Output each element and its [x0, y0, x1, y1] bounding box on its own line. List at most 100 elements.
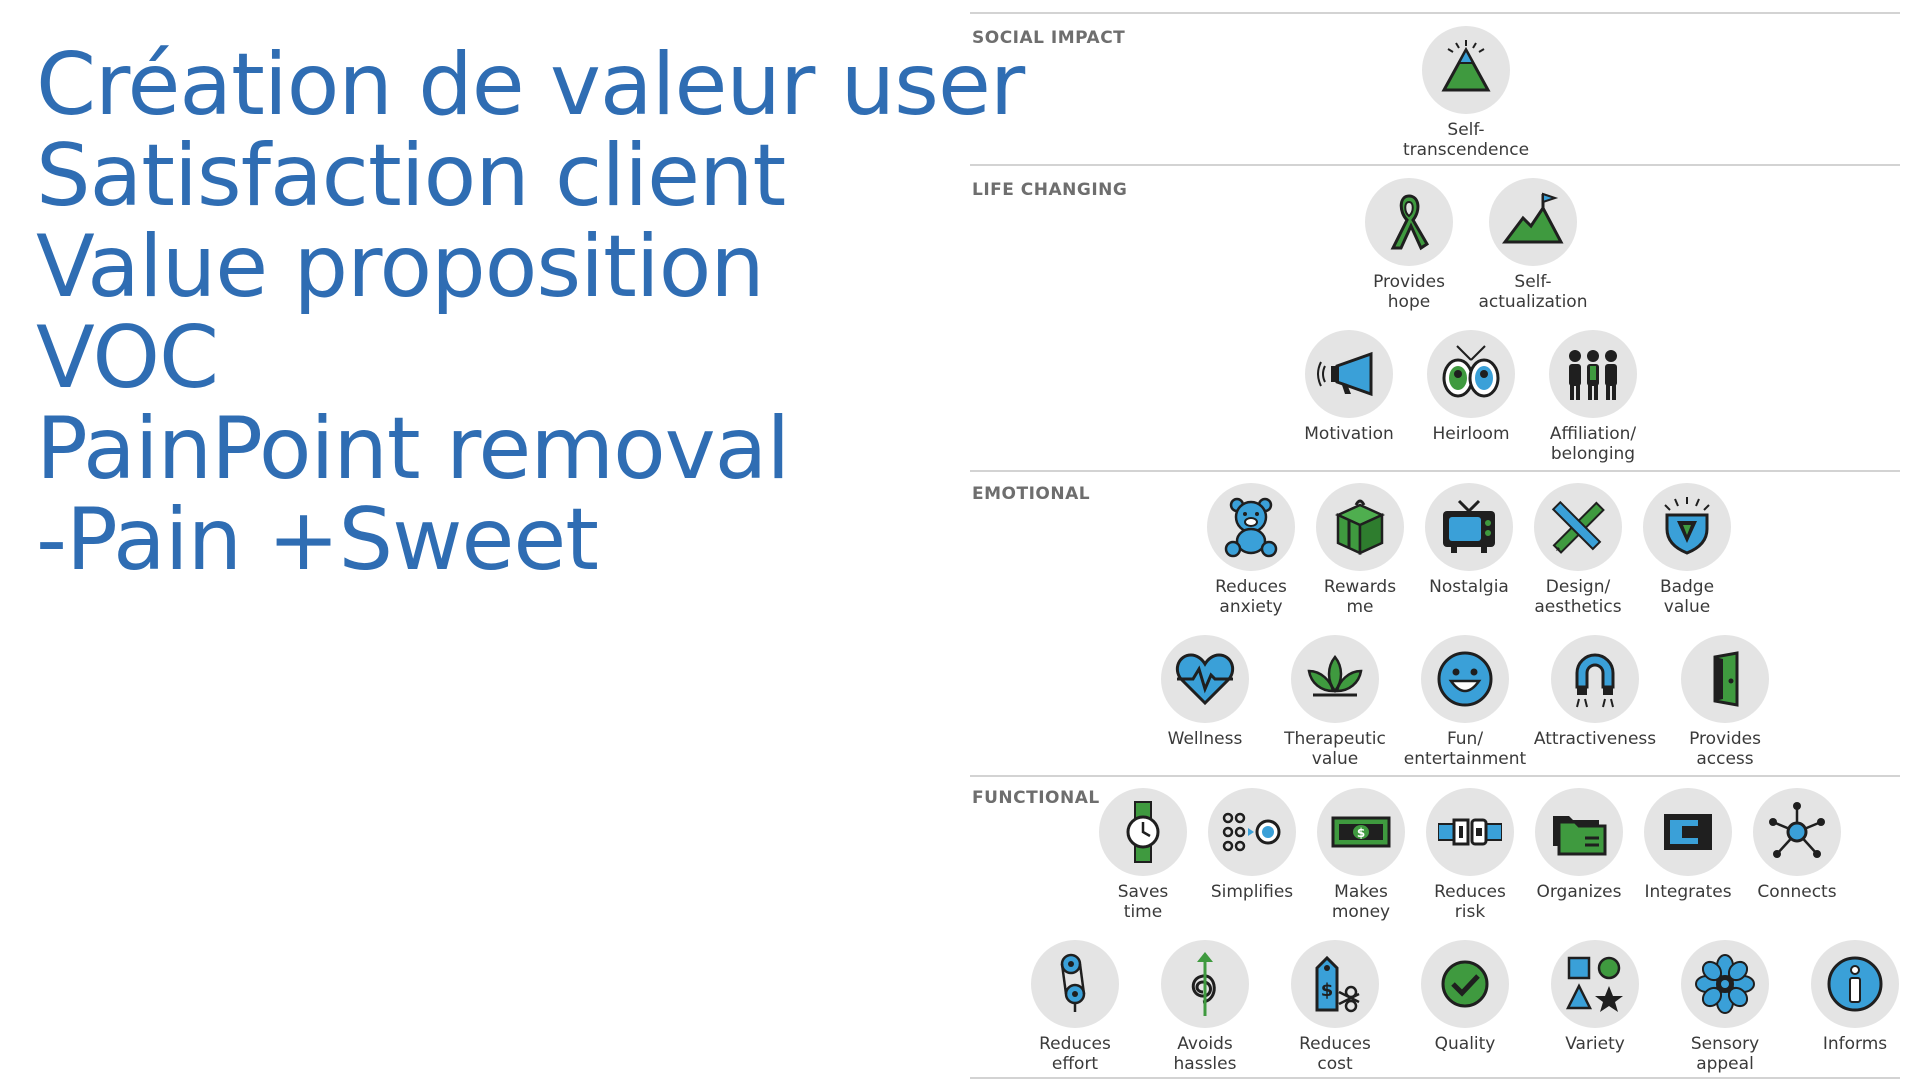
element-organizes: Organizes	[1504, 788, 1654, 902]
banknote-icon: $	[1317, 788, 1405, 876]
svg-text:$: $	[1321, 980, 1334, 1001]
integrate-icon	[1644, 788, 1732, 876]
element-affiliation-belonging: Affiliation/belonging	[1518, 330, 1668, 464]
checkmark-icon	[1421, 940, 1509, 1028]
element-label: Heirloom	[1432, 424, 1510, 444]
mountain-flag-icon	[1489, 178, 1577, 266]
watch-icon	[1099, 788, 1187, 876]
element-label: actualization	[1478, 292, 1588, 312]
badge-icon	[1643, 483, 1731, 571]
element-connects: Connects	[1722, 788, 1872, 902]
element-label: hope	[1387, 292, 1431, 312]
element-label: aesthetics	[1534, 597, 1622, 617]
element-self-actualization: Self-actualization	[1458, 178, 1608, 312]
element-label: Sensory	[1690, 1034, 1760, 1054]
element-integrates: Integrates	[1613, 788, 1763, 902]
element-label: Informs	[1822, 1034, 1888, 1054]
section-divider	[970, 12, 1900, 14]
element-label: appeal	[1696, 1054, 1754, 1074]
element-label: me	[1346, 597, 1374, 617]
element-variety: Variety	[1520, 940, 1670, 1054]
element-label: Integrates	[1644, 882, 1732, 902]
element-label: belonging	[1550, 444, 1636, 464]
element-self-transcendence: Self-transcendence	[1391, 26, 1541, 160]
element-label: Nostalgia	[1429, 577, 1509, 597]
element-label: Self-	[1447, 120, 1485, 140]
door-icon	[1681, 635, 1769, 723]
element-label: Avoids	[1177, 1034, 1233, 1054]
element-label: access	[1696, 749, 1754, 769]
headline-line-1: Création de valeur user	[36, 35, 1025, 135]
element-label: Makes	[1334, 882, 1388, 902]
element-label: Fun/	[1446, 729, 1484, 749]
element-label: anxiety	[1219, 597, 1283, 617]
element-label: Affiliation/	[1549, 424, 1637, 444]
element-design-aesthetics: Design/aesthetics	[1503, 483, 1653, 617]
element-label: time	[1123, 902, 1163, 922]
section-divider	[970, 164, 1900, 166]
magnet-icon	[1551, 635, 1639, 723]
element-label: cost	[1317, 1054, 1353, 1074]
section-label-life-changing: LIFE CHANGING	[972, 180, 1128, 200]
element-label: effort	[1051, 1054, 1099, 1074]
dots-icon	[1208, 788, 1296, 876]
element-simplifies: Simplifies	[1177, 788, 1327, 902]
element-label: Quality	[1434, 1034, 1496, 1054]
element-label: Reduces	[1215, 577, 1287, 597]
element-label: value	[1663, 597, 1711, 617]
element-motivation: Motivation	[1274, 330, 1424, 444]
ribbon-icon	[1365, 178, 1453, 266]
element-label: Reduces	[1299, 1034, 1371, 1054]
folder-icon	[1535, 788, 1623, 876]
element-label: Simplifies	[1210, 882, 1294, 902]
people-icon	[1549, 330, 1637, 418]
info-icon	[1811, 940, 1899, 1028]
element-attractiveness: Attractiveness	[1520, 635, 1670, 749]
element-label: Provides	[1689, 729, 1761, 749]
price-tag-icon: $	[1291, 940, 1379, 1028]
pulley-icon	[1031, 940, 1119, 1028]
element-wellness: Wellness	[1130, 635, 1280, 749]
gift-icon	[1316, 483, 1404, 571]
section-label-social-impact: SOCIAL IMPACT	[972, 28, 1126, 48]
heart-pulse-icon	[1161, 635, 1249, 723]
tv-icon	[1425, 483, 1513, 571]
element-label: Reduces	[1039, 1034, 1111, 1054]
element-nostalgia: Nostalgia	[1394, 483, 1544, 597]
section-divider	[970, 775, 1900, 777]
element-label: Wellness	[1167, 729, 1243, 749]
headline-line-5: PainPoint removal	[36, 399, 790, 499]
flower-icon	[1681, 940, 1769, 1028]
element-label: Badge	[1659, 577, 1715, 597]
element-label: Organizes	[1536, 882, 1622, 902]
buckle-icon	[1426, 788, 1514, 876]
element-informs: Informs	[1780, 940, 1920, 1054]
element-label: Attractiveness	[1533, 729, 1657, 749]
headline-line-6: -Pain +Sweet	[36, 490, 599, 590]
shapes-icon	[1551, 940, 1639, 1028]
network-icon	[1753, 788, 1841, 876]
element-label: value	[1311, 749, 1359, 769]
pyramid-icon	[1422, 26, 1510, 114]
element-heirloom: Heirloom	[1396, 330, 1546, 444]
pencil-ruler-icon	[1534, 483, 1622, 571]
smiley-icon	[1421, 635, 1509, 723]
element-label: risk	[1454, 902, 1486, 922]
element-label: money	[1331, 902, 1391, 922]
headline-text: Création de valeur user Satisfaction cli…	[36, 35, 1025, 590]
teddy-bear-icon	[1207, 483, 1295, 571]
section-label-emotional: EMOTIONAL	[972, 484, 1091, 504]
element-label: Design/	[1545, 577, 1611, 597]
element-fun-entertainment: Fun/entertainment	[1390, 635, 1540, 769]
element-label: hassles	[1173, 1054, 1237, 1074]
section-divider	[970, 470, 1900, 472]
